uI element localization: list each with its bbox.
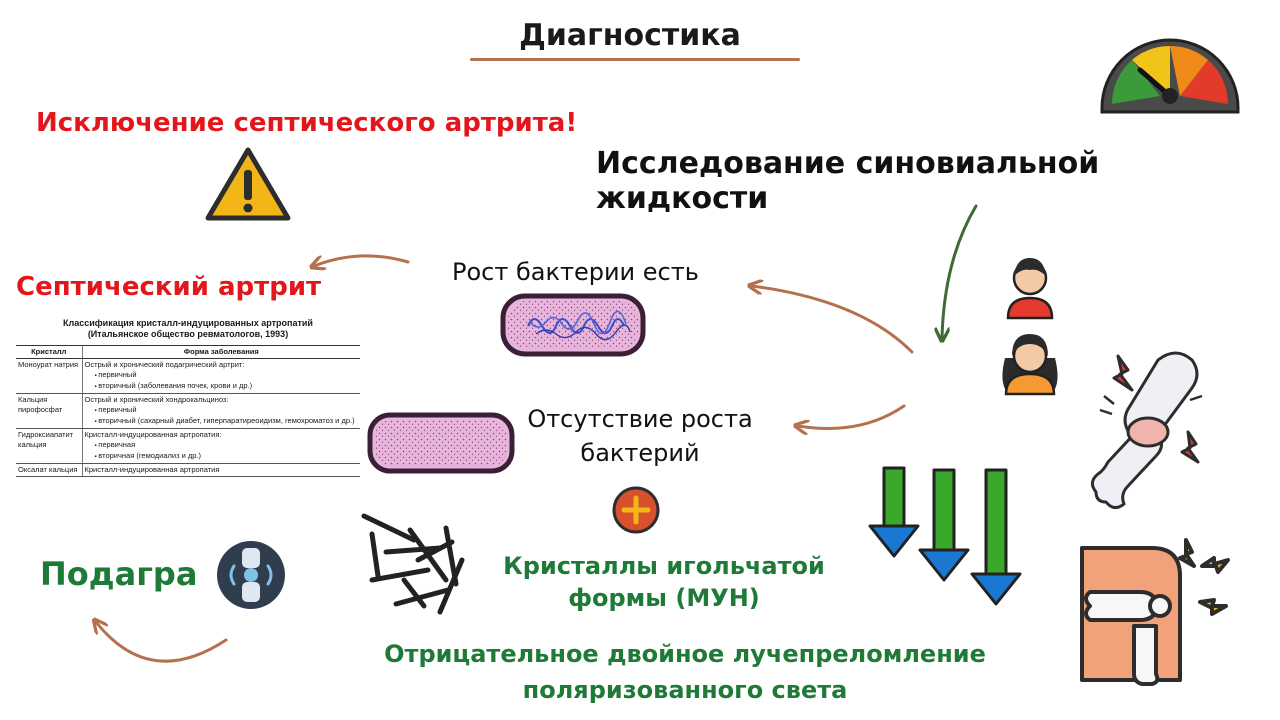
arrow-to-septic xyxy=(314,254,410,266)
warning-triangle-icon xyxy=(205,147,291,221)
form-subitem: вторичный (сахарный диабет, гиперпаратир… xyxy=(85,416,359,427)
form-text: Кристалл-индуцированная артропатия: xyxy=(84,430,222,439)
down-arrows-icon xyxy=(868,466,1022,606)
plus-circle-icon xyxy=(612,486,660,534)
birefringence-label: Отрицательное двойное лучепреломление по… xyxy=(360,636,1010,708)
bacterium-with-dna-icon xyxy=(500,293,646,357)
down-arrow-3 xyxy=(970,468,1022,606)
woman-avatar-icon xyxy=(1002,334,1058,396)
table-cell-form: Кристалл-индуцированная артропатия: перв… xyxy=(82,428,360,464)
form-text: Острый и хронический подагрический артри… xyxy=(84,360,245,369)
knee-pain-icon xyxy=(1080,538,1230,686)
arrow-to-no-growth xyxy=(798,404,906,429)
page-title: Диагностика xyxy=(519,18,741,53)
classification-title: Классификация кристалл-индуцированных ар… xyxy=(16,318,360,340)
growth-absent-line1: Отсутствие роста xyxy=(527,405,753,433)
birefringence-line1: Отрицательное двойное лучепреломление xyxy=(384,640,986,668)
flow-arrows xyxy=(96,204,978,663)
form-subitem: первичная xyxy=(85,440,359,451)
growth-present-label: Рост бактерии есть xyxy=(452,258,699,286)
classification-table: Кристалл Форма заболевания Моноурат натр… xyxy=(16,345,360,477)
table-row: Гидроксиапатит кальция Кристалл-индуциро… xyxy=(16,428,360,464)
exclusion-heading: Исключение септического артрита! xyxy=(36,108,578,138)
inflamed-joint-icon xyxy=(1091,351,1203,509)
growth-absent-label: Отсутствие роста бактерий xyxy=(500,402,780,470)
man-avatar-icon xyxy=(1006,258,1054,320)
column-header-crystal: Кристалл xyxy=(16,345,83,359)
needle-crystals-icon xyxy=(361,513,465,615)
arrow-to-gout xyxy=(96,622,228,663)
gauge-icon xyxy=(1100,38,1240,114)
form-text: Кристалл-индуцированная артропатия xyxy=(84,465,220,474)
table-cell-crystal: Гидроксиапатит кальция xyxy=(16,428,83,464)
title-underline xyxy=(470,58,800,61)
arrow-to-growth xyxy=(752,286,914,354)
down-arrow-1 xyxy=(868,466,920,558)
form-subitem: вторичный (заболевания почек, крови и др… xyxy=(85,381,359,392)
table-header-row: Кристалл Форма заболевания xyxy=(16,345,360,359)
septic-label: Септический артрит xyxy=(16,272,322,302)
joint-badge-icon xyxy=(217,541,285,609)
bacterium-empty-icon xyxy=(367,412,515,474)
table-cell-crystal: Кальция пирофосфат xyxy=(16,393,83,429)
classification-title-line2: (Итальянское общество ревматологов, 1993… xyxy=(87,329,289,339)
table-row: Кальция пирофосфат Острый и хронический … xyxy=(16,393,360,429)
form-subitem: вторичная (гемодиализ и др.) xyxy=(85,451,359,462)
crystals-label: Кристаллы игольчатой формы (МУН) xyxy=(484,550,844,614)
form-text: Острый и хронический хондрокальциноз: xyxy=(84,395,229,404)
crystals-line2: формы (МУН) xyxy=(568,584,760,612)
table-row: Оксалат кальция Кристалл-индуцированная … xyxy=(16,463,360,477)
table-cell-crystal: Оксалат кальция xyxy=(16,463,83,477)
table-cell-form: Острый и хронический хондрокальциноз: пе… xyxy=(82,393,360,429)
down-arrow-2 xyxy=(918,468,970,582)
table-cell-crystal: Моноурат натрия xyxy=(16,358,83,394)
column-header-form: Форма заболевания xyxy=(82,345,360,359)
synovial-heading: Исследование синовиальной жидкости xyxy=(596,146,1100,216)
table-cell-form: Кристалл-индуцированная артропатия xyxy=(82,463,360,477)
gout-label: Подагра xyxy=(40,555,198,593)
form-subitem: первичный xyxy=(85,405,359,416)
classification-table-block: Классификация кристалл-индуцированных ар… xyxy=(16,318,360,477)
classification-title-line1: Классификация кристалл-индуцированных ар… xyxy=(63,318,313,328)
table-row: Моноурат натрия Острый и хронический под… xyxy=(16,358,360,394)
form-subitem: первичный xyxy=(85,370,359,381)
arrow-from-synovial xyxy=(942,204,978,338)
table-cell-form: Острый и хронический подагрический артри… xyxy=(82,358,360,394)
growth-absent-line2: бактерий xyxy=(580,439,700,467)
crystals-line1: Кристаллы игольчатой xyxy=(503,552,825,580)
birefringence-line2: поляризованного света xyxy=(522,676,848,704)
